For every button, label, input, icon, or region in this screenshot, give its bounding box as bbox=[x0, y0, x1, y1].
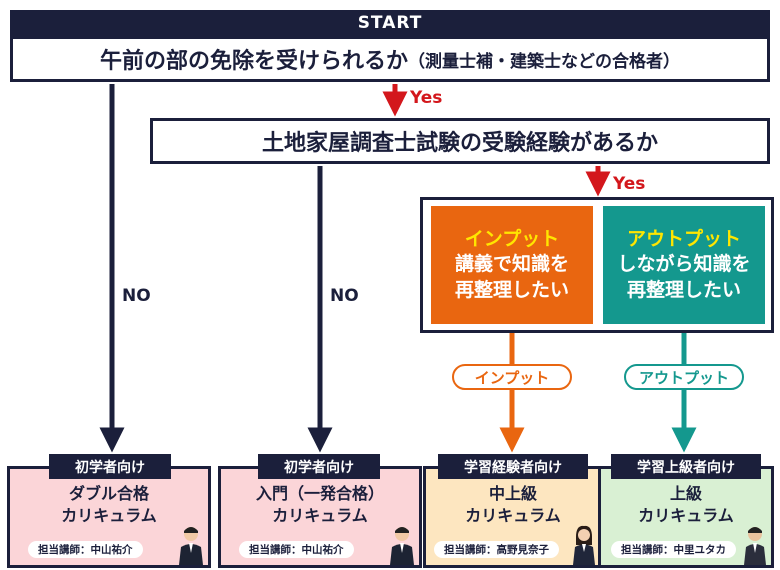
question-exemption-note: （測量士補・建築士などの合格者） bbox=[408, 51, 680, 72]
card-title-line2: カリキュラム bbox=[61, 506, 157, 526]
card-title-line1: 上級 bbox=[669, 484, 702, 503]
instructor-badge: 担当講師：中山祐介 bbox=[239, 541, 354, 558]
instructor-photo-icon bbox=[573, 525, 595, 565]
instructor-photo-icon bbox=[179, 527, 203, 565]
choice-input-line1: 講義で知識を bbox=[454, 253, 569, 276]
instructor-badge: 担当講師：高野見奈子 bbox=[434, 541, 559, 558]
card-title-line1: 入門（一発合格） bbox=[255, 484, 384, 503]
question-experience: 土地家屋調査士試験の受験経験があるか bbox=[150, 118, 770, 164]
no-label-2: NO bbox=[330, 286, 359, 306]
instructor-badge: 担当講師：中里ユタカ bbox=[611, 541, 736, 558]
choice-output-line2: 再整理したい bbox=[626, 278, 741, 301]
yes-label-1: Yes bbox=[410, 88, 443, 108]
card-title-line2: カリキュラム bbox=[272, 506, 368, 526]
card-tag-experienced: 学習経験者向け bbox=[438, 454, 588, 479]
choice-input: インプット 講義で知識を 再整理したい bbox=[431, 206, 593, 324]
instructor-photo-icon bbox=[744, 527, 766, 565]
card-title-line2: カリキュラム bbox=[638, 506, 734, 526]
no-label-1: NO bbox=[122, 286, 151, 306]
card-intermediate: 中上級カリキュラム 担当講師：高野見奈子 bbox=[423, 466, 603, 568]
choice-output-line1: しながら知識を bbox=[617, 253, 751, 276]
choice-input-line2: 再整理したい bbox=[454, 278, 569, 301]
start-label: START bbox=[10, 10, 770, 36]
pill-input: インプット bbox=[452, 364, 572, 390]
question-exemption: 午前の部の免除を受けられるか（測量士補・建築士などの合格者） bbox=[10, 36, 770, 82]
card-intro: 入門（一発合格） カリキュラム 担当講師：中山祐介 bbox=[218, 466, 422, 568]
pill-output: アウトプット bbox=[624, 364, 744, 390]
instructor-photo-icon bbox=[390, 527, 414, 565]
choice-output-head: アウトプット bbox=[626, 228, 741, 251]
card-title-line1: 中上級 bbox=[488, 484, 537, 503]
instructor-badge: 担当講師：中山祐介 bbox=[28, 541, 143, 558]
card-title-line2: カリキュラム bbox=[465, 506, 561, 526]
choice-output: アウトプット しながら知識を 再整理したい bbox=[603, 206, 765, 324]
card-tag-beginner: 初学者向け bbox=[258, 454, 380, 479]
card-double-pass: ダブル合格カリキュラム 担当講師：中山祐介 bbox=[7, 466, 211, 568]
card-advanced: 上級カリキュラム 担当講師：中里ユタカ bbox=[598, 466, 774, 568]
choice-input-head: インプット bbox=[464, 228, 560, 251]
yes-label-2: Yes bbox=[613, 174, 646, 194]
question-exemption-text: 午前の部の免除を受けられるか bbox=[99, 49, 408, 74]
card-title-line1: ダブル合格 bbox=[68, 484, 149, 503]
card-tag-beginner: 初学者向け bbox=[49, 454, 171, 479]
card-tag-advanced: 学習上級者向け bbox=[611, 454, 761, 479]
